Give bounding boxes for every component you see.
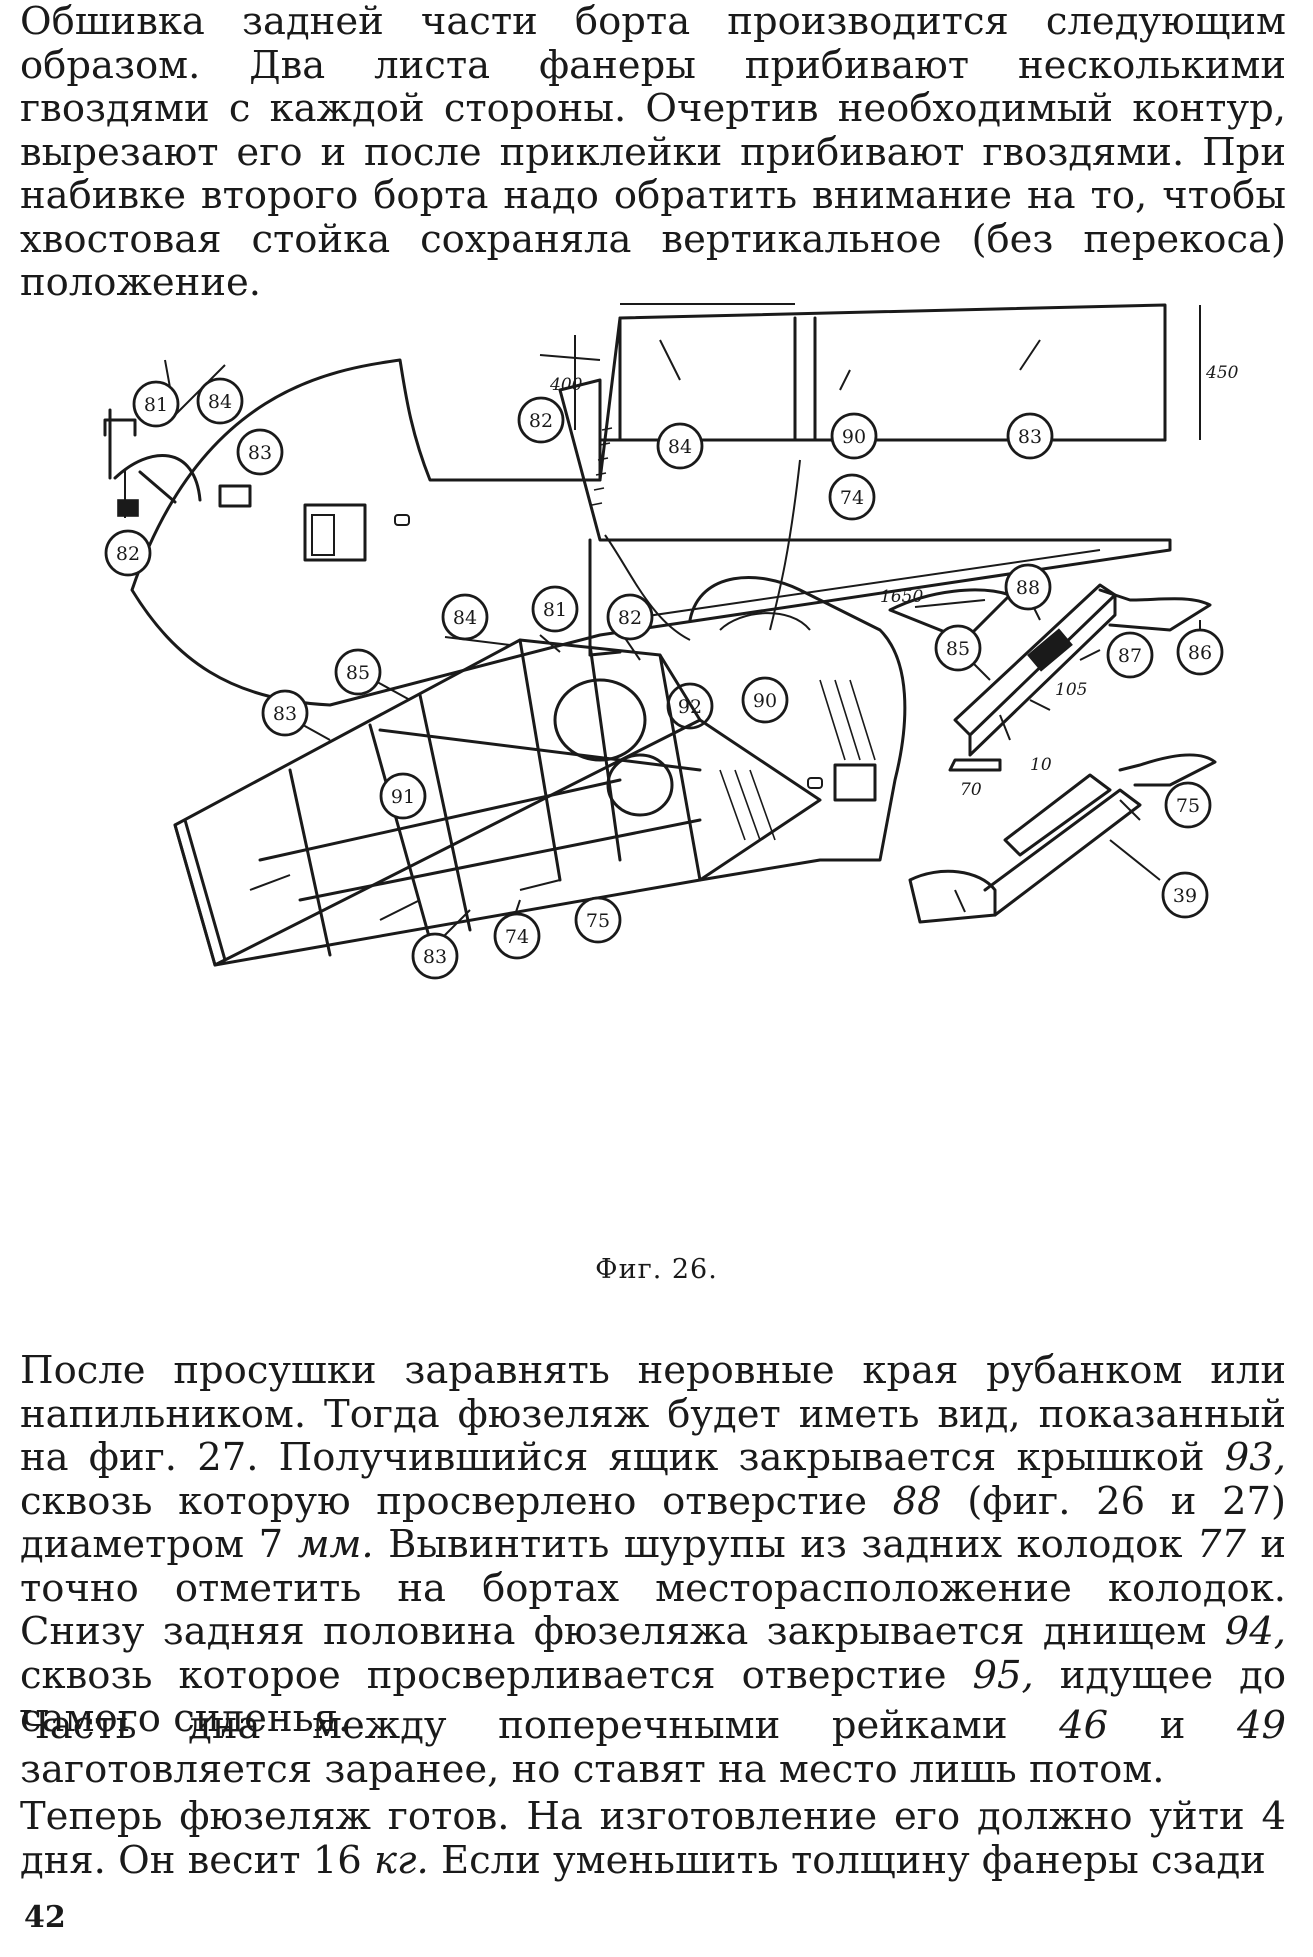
label-81: 81 (531, 585, 579, 633)
svg-text:82: 82 (618, 607, 642, 629)
svg-text:84: 84 (668, 436, 692, 458)
label-84: 84 (441, 593, 489, 641)
svg-text:83: 83 (273, 703, 297, 725)
svg-text:85: 85 (346, 662, 370, 684)
label-85: 85 (334, 648, 382, 696)
svg-text:75: 75 (586, 910, 610, 932)
label-39: 39 (1161, 871, 1209, 919)
label-81: 81 (132, 380, 180, 428)
svg-text:74: 74 (505, 926, 529, 948)
svg-text:83: 83 (423, 946, 447, 968)
svg-text:84: 84 (208, 391, 232, 413)
paragraph-drying: После просушки заравнять неровные края р… (20, 1348, 1287, 1741)
svg-text:82: 82 (529, 410, 553, 432)
label-82: 82 (517, 396, 565, 444)
dim-350: 350 (705, 300, 738, 305)
label-83: 83 (236, 428, 284, 476)
label-83: 83 (1006, 412, 1054, 460)
svg-text:83: 83 (1018, 426, 1042, 448)
label-90: 90 (830, 412, 878, 460)
svg-text:86: 86 (1188, 642, 1212, 664)
dim-10: 10 (1030, 755, 1052, 775)
label-84: 84 (656, 422, 704, 470)
svg-text:39: 39 (1173, 885, 1197, 907)
paragraph-intro: Обшивка задней части борта производится … (20, 0, 1286, 305)
svg-text:74: 74 (840, 487, 864, 509)
svg-text:90: 90 (753, 690, 777, 712)
label-82: 82 (104, 529, 152, 577)
label-90: 90 (741, 676, 789, 724)
label-83: 83 (261, 689, 309, 737)
fuselage-isometric-view (173, 576, 907, 967)
svg-text:81: 81 (144, 394, 168, 416)
svg-text:75: 75 (1176, 795, 1200, 817)
middle-labels: 84 81 82 85 83 91 83 74 75 (261, 585, 654, 980)
top-labels: 81 84 83 82 82 84 90 83 74 92 90 (104, 377, 1054, 730)
dim-105: 105 (1055, 680, 1087, 700)
label-74: 74 (828, 473, 876, 521)
label-84: 84 (196, 377, 244, 425)
page-number: 42 (24, 1900, 66, 1935)
dim-70: 70 (960, 780, 982, 800)
label-82: 82 (606, 593, 654, 641)
label-74: 74 (493, 912, 541, 960)
svg-text:90: 90 (842, 426, 866, 448)
svg-text:83: 83 (248, 442, 272, 464)
tail-skid-details: 105 70 10 (888, 583, 1217, 924)
svg-text:88: 88 (1016, 577, 1040, 599)
figure-caption: Фиг. 26. (595, 1254, 718, 1285)
right-labels: 88 85 87 86 75 39 (934, 563, 1224, 919)
svg-text:91: 91 (391, 786, 415, 808)
label-75: 75 (1164, 781, 1212, 829)
label-87: 87 (1106, 631, 1154, 679)
svg-text:84: 84 (453, 607, 477, 629)
label-83: 83 (411, 932, 459, 980)
dim-450: 450 (1205, 363, 1239, 383)
label-86: 86 (1176, 628, 1224, 676)
label-88: 88 (1004, 563, 1052, 611)
label-75: 75 (574, 896, 622, 944)
svg-text:81: 81 (543, 599, 567, 621)
svg-text:87: 87 (1118, 645, 1142, 667)
svg-text:82: 82 (116, 543, 140, 565)
svg-text:85: 85 (946, 638, 970, 660)
label-85: 85 (934, 624, 982, 672)
label-91: 91 (379, 772, 427, 820)
paragraph-bottom: Часть дна между поперечными рейками 46 и… (20, 1703, 1286, 1792)
dim-400: 400 (549, 375, 583, 395)
figure-26-drawing: 1503 350 450 400 1650 81 84 83 82 82 84 … (103, 300, 1239, 980)
paragraph-ready: Теперь фюзеляж готов. На изготовление ег… (20, 1794, 1286, 1883)
